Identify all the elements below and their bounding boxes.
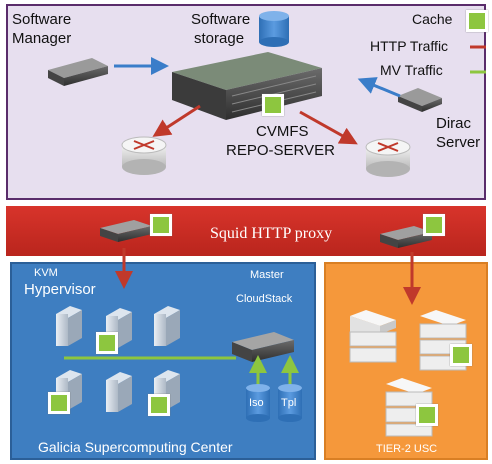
cloudstack-master-server-icon [232,332,294,362]
cloudstack-label: CloudStack [236,293,293,305]
galicia-label: Galicia Supercomputing Center [38,439,233,455]
cvmfs-label-line2: REPO-SERVER [226,142,335,159]
master-label: Master [250,269,284,281]
software-storage-icon [259,11,289,47]
router-right-icon [365,138,411,177]
software-storage-label-line1: Software [191,11,251,28]
tier2-label: TIER-2 USC [376,443,438,455]
software-manager-server-icon [48,58,108,86]
tpl-label: Tpl [281,397,297,409]
hypervisor-label: Hypervisor [24,281,96,298]
cvmfs-label-line1: CVMFS [256,123,309,140]
tpl-storage-icon [278,384,302,422]
legend-http-label: HTTP Traffic [370,38,449,54]
proxy-server-left-icon [100,220,152,242]
router-left-icon [121,136,167,175]
dirac-label-line1: Dirac [436,115,472,132]
proxy-server-right-icon [380,226,432,248]
cache-square-repo-server [262,94,284,116]
legend-cache-square-icon [466,10,488,32]
arrow-server-to-router-left [152,104,201,137]
iso-label: Iso [249,397,264,409]
legend-cache-label: Cache [412,11,453,27]
legend-mv-label: MV Traffic [380,62,443,78]
cache-square-hypervisor-1 [96,332,118,354]
cache-square-tier2-1 [450,344,472,366]
kvm-label: KVM [34,267,58,279]
cache-square-proxy-left [150,214,172,236]
software-manager-label-line1: Software [12,11,72,28]
dirac-label-line2: Server [436,134,481,151]
cache-square-proxy-right [423,214,445,236]
arrow-dirac-to-server [357,77,401,98]
dirac-server-icon [398,88,442,112]
software-manager-label-line2: Manager [12,30,72,47]
tier2-server-stacks-icon [349,310,467,437]
iso-storage-icon [246,384,270,422]
cache-square-tier2-2 [416,404,438,426]
cache-square-hypervisor-3 [148,394,170,416]
squid-proxy-label: Squid HTTP proxy [210,225,333,242]
arrow-server-to-router-right [299,110,358,145]
software-storage-label-line2: storage [194,30,245,47]
cache-square-hypervisor-2 [48,392,70,414]
